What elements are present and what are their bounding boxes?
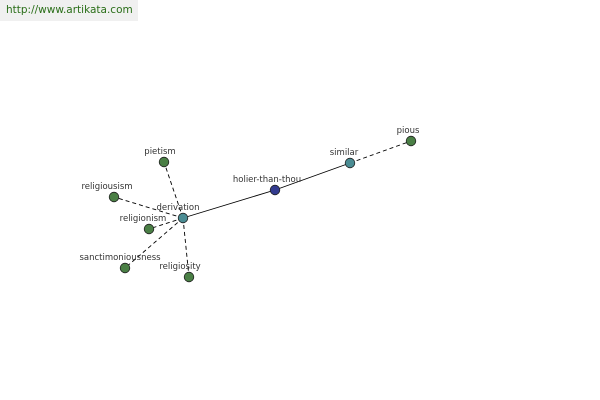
edge-derivation-sanctimoniousness	[124, 217, 184, 269]
edge-derivation-religionism	[148, 217, 184, 230]
node-label-pietism[interactable]: pietism	[144, 147, 175, 157]
node-label-pious[interactable]: pious	[397, 126, 420, 136]
node-religiosity[interactable]	[183, 271, 195, 283]
node-sanctimoniousness[interactable]	[119, 262, 131, 274]
node-label-holier-than-thou[interactable]: holier-than-thou	[233, 175, 301, 185]
edge-derivation-pietism	[163, 161, 184, 219]
nodes-layer	[108, 135, 417, 283]
labels-layer: holier-than-thou similar derivation pious pi…	[79, 126, 420, 272]
node-label-religionism[interactable]: religionism	[120, 214, 167, 224]
node-label-similar[interactable]: similar	[330, 148, 359, 158]
node-religionism[interactable]	[143, 223, 155, 235]
edge-derivation-religiosity	[182, 217, 190, 278]
node-holier-than-thou[interactable]	[269, 184, 281, 196]
edge-similar-pious	[349, 140, 412, 164]
node-similar[interactable]	[344, 157, 356, 169]
watermark-url: http://www.artikata.com	[0, 0, 138, 21]
edges-layer	[113, 140, 412, 278]
node-derivation[interactable]	[177, 212, 189, 224]
edge-holier-than-thou-derivation	[182, 189, 276, 219]
node-label-derivation[interactable]: derivation	[156, 203, 199, 213]
node-label-religiosity[interactable]: religiosity	[159, 262, 200, 272]
node-label-sanctimoniousness[interactable]: sanctimoniousness	[79, 253, 161, 263]
node-pious[interactable]	[405, 135, 417, 147]
node-label-religiousism[interactable]: religiousism	[81, 182, 132, 192]
edge-derivation-religiousism	[113, 196, 184, 219]
edge-holier-than-thou-similar	[274, 162, 351, 191]
node-pietism[interactable]	[158, 156, 170, 168]
node-religiousism[interactable]	[108, 191, 120, 203]
